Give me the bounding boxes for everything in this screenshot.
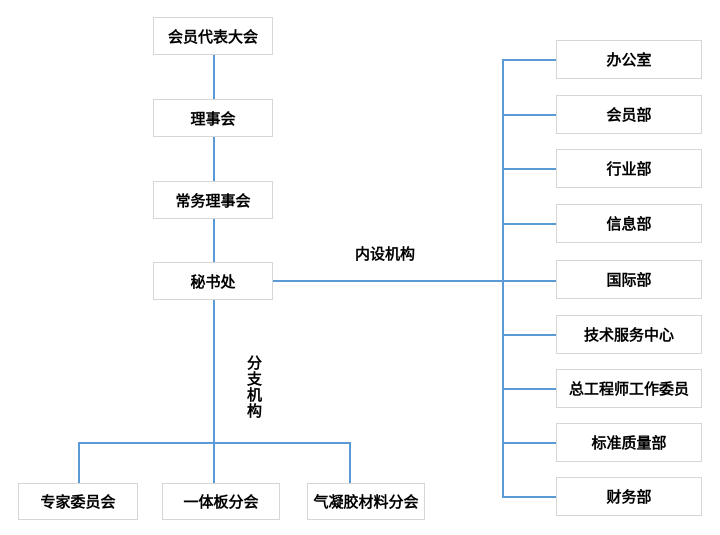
- org-node-information-dept: 信息部: [556, 204, 702, 243]
- connector-line: [502, 334, 556, 336]
- connector-line: [273, 280, 502, 282]
- org-node-membership-dept: 会员部: [556, 95, 702, 134]
- connector-line: [213, 137, 215, 181]
- connector-line: [502, 114, 556, 116]
- connector-line: [78, 442, 80, 483]
- connector-line: [502, 168, 556, 170]
- org-node-aerogel-materials-branch: 气凝胶材料分会: [307, 483, 425, 520]
- org-node-international-dept: 国际部: [556, 260, 702, 299]
- org-node-industry-dept: 行业部: [556, 149, 702, 188]
- connector-line: [502, 388, 556, 390]
- branch-institutions-label: 分支机构: [245, 355, 262, 419]
- org-node-chief-engineer-committee: 总工程师工作委员: [556, 369, 702, 408]
- org-node-council: 理事会: [153, 99, 273, 137]
- org-node-member-assembly: 会员代表大会: [153, 17, 273, 55]
- org-node-standards-quality-dept: 标准质量部: [556, 423, 702, 462]
- org-node-standing-council: 常务理事会: [153, 181, 273, 219]
- connector-line: [213, 300, 215, 442]
- internal-institutions-label: 内设机构: [354, 246, 415, 263]
- connector-line: [502, 59, 556, 61]
- trunk-line: [502, 59, 504, 498]
- connector-line: [502, 280, 556, 282]
- org-node-expert-committee: 专家委员会: [18, 483, 138, 520]
- connector-line: [502, 223, 556, 225]
- connector-line: [349, 442, 351, 483]
- org-node-integrated-board-branch: 一体板分会: [162, 483, 280, 520]
- org-node-secretariat: 秘书处: [153, 262, 273, 300]
- org-node-tech-service-center: 技术服务中心: [556, 315, 702, 354]
- connector-line: [213, 219, 215, 262]
- connector-line: [502, 496, 556, 498]
- org-node-office: 办公室: [556, 40, 702, 79]
- org-node-finance-dept: 财务部: [556, 477, 702, 516]
- connector-line: [213, 442, 215, 483]
- connector-line: [502, 442, 556, 444]
- connector-line: [213, 55, 215, 99]
